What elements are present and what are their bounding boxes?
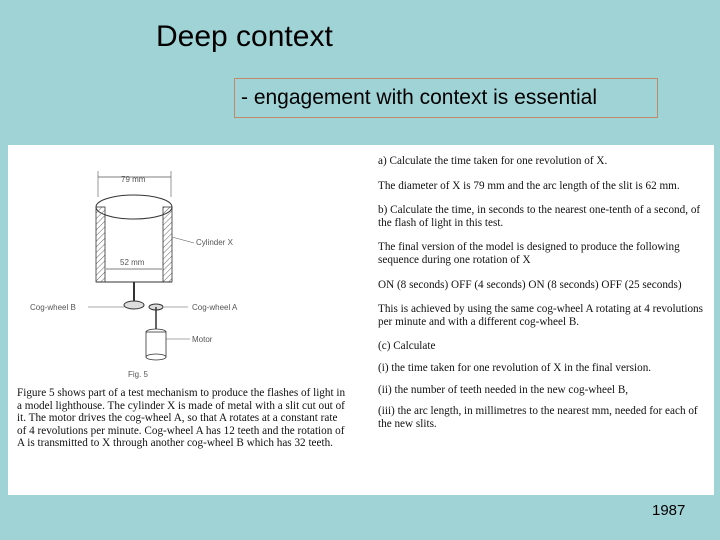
cog-wheel-info: This is achieved by using the same cog-w… xyxy=(378,303,703,328)
sequence-info: ON (8 seconds) OFF (4 seconds) ON (8 sec… xyxy=(378,278,682,291)
question-c-i: (i) the time taken for one revolution of… xyxy=(378,361,652,374)
cylinder-top xyxy=(95,194,173,220)
question-c: (c) Calculate xyxy=(378,340,436,353)
dim-bottom-label: 52 mm xyxy=(120,258,145,267)
question-list: a) Calculate the time taken for one revo… xyxy=(378,155,706,439)
cog-wheel-b-shape xyxy=(123,300,145,310)
slide-title: Deep context xyxy=(156,20,333,53)
mechanism-diagram: 79 mm 52 mm Cylinder X Cog-wheel A Cog-w… xyxy=(30,171,238,379)
cylinder-wall-right xyxy=(162,206,173,283)
question-c-iii: (iii) the arc length, in millimetres to … xyxy=(378,405,698,430)
question-b: b) Calculate the time, in seconds to the… xyxy=(378,204,701,229)
year-label: 1987 xyxy=(652,502,686,519)
fig-caption: Fig. 5 xyxy=(128,370,149,379)
cog-a-label: Cog-wheel A xyxy=(192,303,238,312)
diameter-info: The diameter of X is 79 mm and the arc l… xyxy=(378,179,680,192)
cylinder-wall-left xyxy=(95,206,106,283)
final-version-info: The final version of the model is design… xyxy=(378,241,680,266)
question-a: a) Calculate the time taken for one revo… xyxy=(378,155,608,167)
exam-question-sheet: 79 mm 52 mm Cylinder X Cog-wheel A Cog-w… xyxy=(8,145,714,495)
motor-shape xyxy=(145,331,167,358)
question-c-ii: (ii) the number of teeth needed in the n… xyxy=(378,383,629,396)
motor-label: Motor xyxy=(192,335,213,344)
mechanism-figure: 79 mm 52 mm Cylinder X Cog-wheel A Cog-w… xyxy=(16,157,356,382)
cog-b-label: Cog-wheel B xyxy=(30,303,76,312)
slide-subtitle: - engagement with context is essential xyxy=(234,78,658,118)
cylinder-label: Cylinder X xyxy=(196,238,234,247)
figure-description: Figure 5 shows part of a test mechanism … xyxy=(17,387,346,450)
dim-top-label: 79 mm xyxy=(121,175,146,184)
